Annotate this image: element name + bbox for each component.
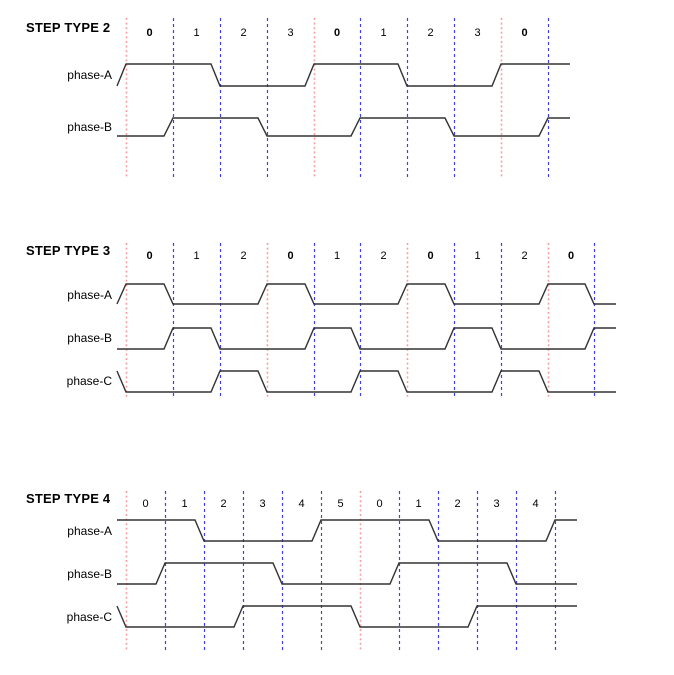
phase-label-phase-A: phase-A xyxy=(67,288,112,302)
section-title: STEP TYPE 2 xyxy=(26,20,111,35)
step-number: 0 xyxy=(146,250,153,262)
phase-label-phase-C: phase-C xyxy=(66,610,112,624)
section-title: STEP TYPE 4 xyxy=(26,491,111,506)
step-number: 3 xyxy=(259,498,266,510)
step-number: 0 xyxy=(427,250,434,262)
step-number: 4 xyxy=(532,498,539,510)
step-number: 1 xyxy=(193,27,200,39)
step-number: 2 xyxy=(240,250,247,262)
step-number: 2 xyxy=(454,498,461,510)
section-title: STEP TYPE 3 xyxy=(26,243,111,258)
step-number: 3 xyxy=(287,27,294,39)
step-number: 2 xyxy=(240,27,247,39)
step-number: 1 xyxy=(415,498,422,510)
step-number: 2 xyxy=(521,250,528,262)
step-number: 2 xyxy=(427,27,434,39)
phase-label-phase-A: phase-A xyxy=(67,524,112,538)
step-number: 1 xyxy=(474,250,481,262)
step-number: 3 xyxy=(493,498,500,510)
step-number: 1 xyxy=(333,250,341,262)
step-number: 2 xyxy=(380,250,387,262)
phase-label-phase-B: phase-B xyxy=(67,331,112,345)
step-number: 0 xyxy=(521,27,528,39)
step-number: 0 xyxy=(142,498,149,510)
step-number: 2 xyxy=(220,498,227,510)
step-number: 0 xyxy=(146,27,153,39)
step-number: 0 xyxy=(567,250,575,262)
phase-label-phase-B: phase-B xyxy=(67,567,112,581)
waveform-phase-C xyxy=(116,605,577,628)
step-number: 0 xyxy=(376,498,383,510)
step-number: 1 xyxy=(193,250,200,262)
step-number: 1 xyxy=(181,498,188,510)
waveform-phase-A xyxy=(117,519,577,542)
step-number: 3 xyxy=(474,27,481,39)
phase-label-phase-C: phase-C xyxy=(66,374,112,388)
step-number: 1 xyxy=(380,27,387,39)
step-number: 4 xyxy=(298,498,305,510)
step-number: 5 xyxy=(337,498,344,510)
waveform-phase-B xyxy=(117,562,577,585)
phase-label-phase-B: phase-B xyxy=(67,120,112,134)
step-number: 0 xyxy=(287,250,294,262)
step-number: 0 xyxy=(333,27,341,39)
phase-label-phase-A: phase-A xyxy=(67,68,112,82)
